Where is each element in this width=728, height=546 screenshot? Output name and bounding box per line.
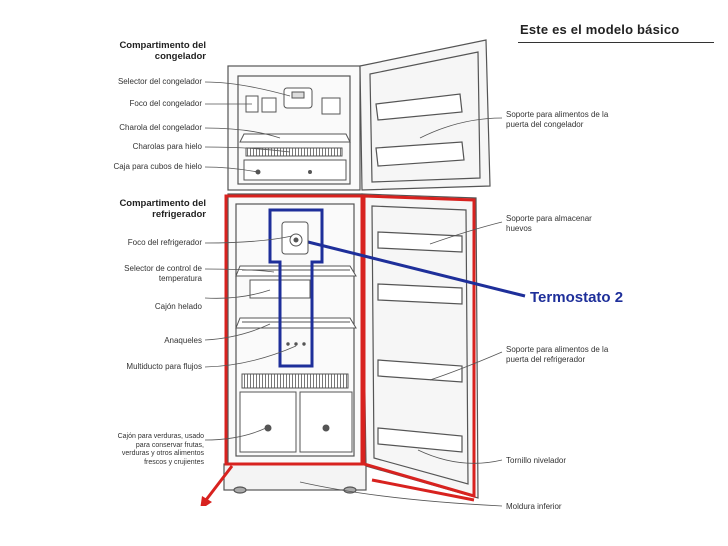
fridge-door xyxy=(361,193,479,499)
blank-patch-bottom xyxy=(142,506,292,540)
label-multiflow: Multiducto para flujos xyxy=(126,362,202,371)
fridge-header: Compartimento del refrigerador xyxy=(119,198,206,220)
label-freezer-light: Foco del congelador xyxy=(129,99,203,108)
right-leader-lines xyxy=(299,117,503,507)
label-vegetable-drawer: Cajón para verduras, usado para conserva… xyxy=(117,433,204,466)
label-fridge-light: Foco del refrigerador xyxy=(127,238,202,247)
thermostat-highlight xyxy=(268,208,526,368)
thermostat-unit xyxy=(281,221,309,255)
label-freezer-door-bin: Soporte para alimentos de la puerta del … xyxy=(506,110,609,129)
label-chill-drawer: Cajón helado xyxy=(154,302,202,311)
label-shelves: Anaqueles xyxy=(164,336,202,345)
label-fridge-door-bin: Soporte para alimentos de la puerta del … xyxy=(506,345,609,364)
freezer-interior xyxy=(239,87,351,181)
label-freezer-selector: Selector del congelador xyxy=(117,77,202,86)
label-freezer-tray: Charola del congelador xyxy=(119,123,202,132)
title-underline xyxy=(518,42,714,43)
label-bottom-molding: Moldura inferior xyxy=(506,502,562,511)
label-ice-trays: Charolas para hielo xyxy=(132,142,202,151)
label-egg-holder: Soporte para almacenar huevos xyxy=(506,214,592,233)
freezer-door xyxy=(359,39,491,191)
thermostat-callout: Termostato 2 xyxy=(528,289,626,306)
label-temp-selector: Selector de control de temperatura xyxy=(124,264,202,283)
label-ice-box: Caja para cubos de hielo xyxy=(113,162,202,171)
freezer-header: Compartimento del congelador xyxy=(119,40,206,62)
left-leader-lines xyxy=(204,81,297,441)
label-leveling-screw: Tornillo nivelador xyxy=(506,456,567,465)
page-title: Este es el modelo básico xyxy=(520,22,680,37)
fridge-highlight xyxy=(224,194,476,502)
